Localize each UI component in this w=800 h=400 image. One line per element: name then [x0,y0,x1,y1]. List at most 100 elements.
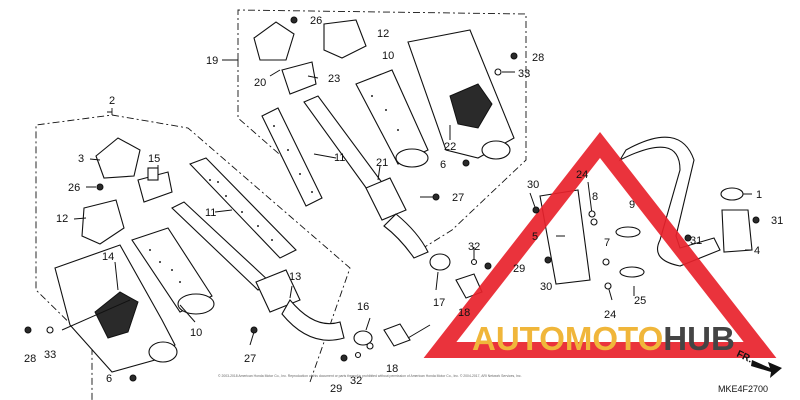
packing-left [189,157,297,259]
callout-17: 17 [433,297,445,309]
callout-13: 13 [289,271,301,283]
callout-3: 3 [78,153,84,165]
callout-21: 21 [376,157,388,169]
watermark-text-hub: HUB [663,320,735,357]
copyright-notice: © 2003-2018 American Honda Motor Co., In… [218,374,522,378]
bolt-27-left [250,326,258,334]
callout-14: 14 [102,251,114,263]
callout-18-left: 18 [386,363,398,375]
callout-33-left: 33 [44,349,56,361]
callout-1: 1 [756,189,762,201]
stay-8 [590,218,598,226]
bolt-6-right [462,159,470,167]
washer-33-right [494,68,502,76]
bolt-29-left [340,354,348,362]
inner-pipe-right [303,95,429,259]
callout-23: 23 [328,73,340,85]
watermark-text: AUTOMOTOHUB [472,320,735,357]
tail-cap-right [323,19,367,59]
callout-29-left: 29 [330,383,342,395]
callout-26-right: 26 [310,15,322,27]
silencer-shell-right [407,29,515,160]
bolt-28-right [510,52,518,60]
packing-right [261,107,323,207]
clamp-16 [353,330,374,350]
callout-31-right: 31 [771,215,783,227]
callout-6-left: 6 [106,373,112,385]
callout-29-right: 29 [513,263,525,275]
clip-24-upper [588,210,596,218]
bolt-6-left [129,374,137,382]
callout-11-left: 11 [205,207,216,219]
collar-18-left [383,323,411,347]
callout-22: 22 [444,141,456,153]
end-cap-right [253,21,295,61]
nut-30-upper [532,206,540,214]
watermark-text-automoto: AUTOMOTO [472,320,663,357]
gasket-1 [720,187,744,201]
callout-2: 2 [109,95,115,107]
callout-9: 9 [629,199,635,211]
callout-26-left: 26 [68,182,80,194]
tail-cap-left [81,199,125,245]
callout-6-right: 6 [440,159,446,171]
callout-12-left: 12 [56,213,68,225]
washer-33-left [46,326,54,334]
callout-27-right: 27 [452,192,464,204]
clamp-17 [429,253,451,271]
muffler-body-left [54,244,178,373]
callout-32-left: 32 [350,375,362,387]
stay-7 [602,258,610,266]
callout-25: 25 [634,295,646,307]
nut-30-lower [544,256,552,264]
assembly-19-outline-left [237,60,287,161]
callout-8: 8 [592,191,598,203]
watermark-triangle [423,131,777,358]
callout-15: 15 [148,153,160,165]
callout-5: 5 [532,231,538,243]
callout-27-left: 27 [244,353,256,365]
silencer-sleeve-left [131,227,215,315]
bolt-26-right [290,16,298,24]
assembly-2-outline [35,108,113,400]
band-25 [619,266,645,278]
callout-18-right: 18 [458,307,470,319]
bolt-29-right [484,262,492,270]
callout-12-right: 12 [377,28,389,40]
callout-20: 20 [254,77,266,89]
clip-24-lower [604,282,612,290]
end-cap-left [95,137,141,179]
callout-30-upper: 30 [527,179,539,191]
callout-19: 19 [206,55,218,67]
callout-7: 7 [604,237,610,249]
callout-16: 16 [357,301,369,313]
callout-28-left: 28 [24,353,36,365]
callout-24-lower: 24 [604,309,616,321]
inner-pipe-left [171,201,345,341]
silencer-sleeve-right [355,69,429,168]
callout-30-lower: 30 [540,281,552,293]
callout-10-left: 10 [190,327,202,339]
callout-33-right: 33 [518,68,530,80]
bolt-27-right [432,193,440,201]
callout-11-right: 11 [334,152,345,164]
callout-28-right: 28 [532,52,544,64]
washer-32-right [470,258,478,266]
nut-31-right [752,216,760,224]
callout-31-left: 31 [690,235,702,247]
cap-bracket-right [281,61,317,95]
callout-32-right: 32 [468,241,480,253]
assembly-19-outline [237,9,527,251]
callout-24-upper: 24 [576,169,588,181]
bolt-26-left [96,183,104,191]
callout-10-right: 10 [382,50,394,62]
callout-4: 4 [754,245,760,257]
washer-32-left [354,351,362,359]
diagram-code: MKE4F2700 [718,384,768,394]
nut-31-left [684,234,692,242]
bolt-28-left [24,326,32,334]
band-9 [615,226,641,238]
cap-bracket-left [137,167,173,203]
